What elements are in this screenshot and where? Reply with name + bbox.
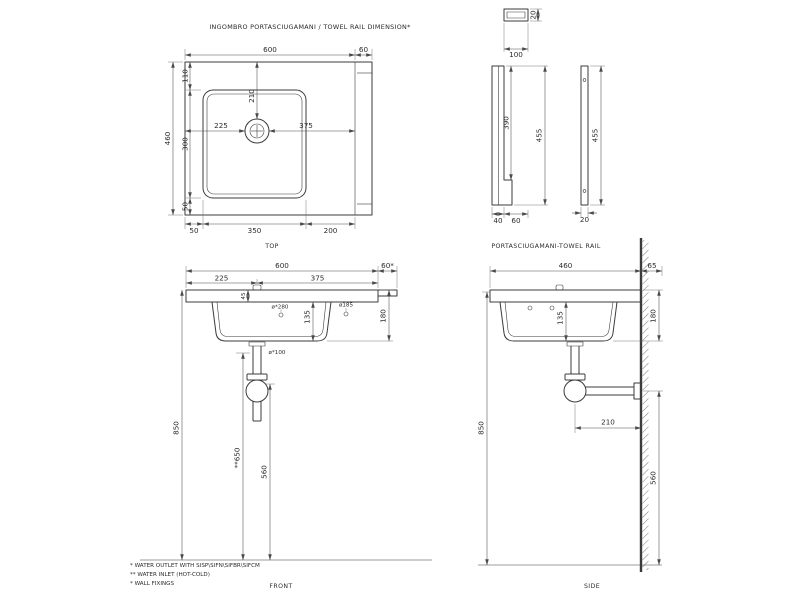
sink-front xyxy=(185,289,379,303)
footnotes: * WATER OUTLET WITH SISP\SIFN\SIFBR\SIFC… xyxy=(130,563,260,587)
rail-dim-60: 60 xyxy=(511,216,521,225)
trap-nut-front xyxy=(246,373,268,381)
front-dim-180: 180 xyxy=(379,309,388,323)
footnote-water-outlet: * WATER OUTLET WITH SISP\SIFN\SIFBR\SIFC… xyxy=(130,563,260,569)
top-dim-200: 200 xyxy=(324,226,338,235)
trap-nut-side xyxy=(564,373,586,381)
top-view: 600 60 460 110 300 50 210 225 375 50 350… xyxy=(163,45,373,250)
siphon-front xyxy=(245,379,269,403)
tap-side xyxy=(555,284,564,291)
sink-outline-top xyxy=(184,61,373,216)
top-dim-375: 375 xyxy=(299,121,313,130)
front-dim-375: 375 xyxy=(311,274,325,283)
side-dim-210: 210 xyxy=(601,418,615,427)
rail-top-plate xyxy=(503,8,529,22)
tap-hole-front xyxy=(252,284,262,291)
basin-outline-top xyxy=(202,89,307,199)
front-dim-185: ø185 xyxy=(339,303,354,309)
rail-dim-40: 40 xyxy=(493,216,503,225)
front-view-label: FRONT xyxy=(269,583,292,590)
top-dim-460: 460 xyxy=(163,131,172,145)
wall-hatching xyxy=(642,240,649,570)
side-view-label: SIDE xyxy=(584,583,600,590)
rail-dim-455-b: 455 xyxy=(591,129,600,143)
rail-dim-20-top: 20 xyxy=(529,10,538,20)
front-view: 600 60* 225 375 45 ø*280 ø185 135 180 ø*… xyxy=(140,261,432,590)
drawing-title: INGOMBRO PORTASCIUGAMANI / TOWEL RAIL DI… xyxy=(209,23,410,31)
basin-front xyxy=(211,301,332,342)
rail-view-label: PORTASCIUGAMANI-TOWEL RAIL xyxy=(491,243,600,250)
wall-outlet-flange xyxy=(633,382,642,400)
top-dim-210: 210 xyxy=(247,89,256,103)
rail-dim-455-a: 455 xyxy=(535,129,544,143)
front-dim-width: 600 xyxy=(275,261,289,270)
front-dim-225: 225 xyxy=(215,274,229,283)
rail-bracket-profile xyxy=(491,65,513,206)
top-dim-50-bottom: 50 xyxy=(189,226,199,235)
front-dim-280: ø*280 xyxy=(272,305,289,311)
side-view: 460 65 135 180 850 210 560 SIDE xyxy=(477,238,663,590)
top-dim-300: 300 xyxy=(181,137,190,151)
side-dim-135: 135 xyxy=(556,311,565,325)
rail-dim-20-b: 20 xyxy=(580,215,590,224)
sink-side xyxy=(489,289,642,303)
front-dim-rail: 60* xyxy=(381,261,394,270)
top-dim-225: 225 xyxy=(214,121,228,130)
wall-fixing-mark xyxy=(527,305,533,311)
side-dim-850: 850 xyxy=(477,421,486,435)
top-dim-rail: 60 xyxy=(359,45,369,54)
top-dim-110: 110 xyxy=(181,69,190,83)
basin-side xyxy=(499,301,618,342)
front-dim-45: 45 xyxy=(241,292,247,300)
side-dim-460: 460 xyxy=(559,261,573,270)
footnote-water-inlet: ** WATER INLET (HOT-COLD) xyxy=(130,572,210,578)
rail-dim-390: 390 xyxy=(502,116,511,130)
rail-dim-100: 100 xyxy=(509,50,523,59)
towel-rail-front xyxy=(377,289,398,297)
front-dim-850: 850 xyxy=(172,421,181,435)
front-dim-135: 135 xyxy=(303,310,312,324)
siphon-side xyxy=(563,379,587,403)
side-dim-65: 65 xyxy=(647,261,656,270)
front-dim-560: 560 xyxy=(260,465,269,479)
wall-fixing-mark xyxy=(549,305,555,311)
front-dim-drain: ø*100 xyxy=(269,350,286,356)
top-dim-50-left: 50 xyxy=(181,202,190,212)
water-inlet-mark xyxy=(278,312,284,318)
towel-rail-view: 20 100 390 455 40 60 20 455 PORTASCIUGAM… xyxy=(491,8,605,250)
side-dim-180: 180 xyxy=(649,309,658,323)
top-view-label: TOP xyxy=(264,243,279,250)
top-dim-width: 600 xyxy=(263,45,277,54)
rail-bar-profile xyxy=(580,65,589,206)
side-dim-560: 560 xyxy=(649,471,658,485)
water-inlet-mark xyxy=(343,311,349,317)
footnote-wall-fixings: * WALL FIXINGS xyxy=(130,581,175,587)
top-dim-350: 350 xyxy=(248,226,262,235)
front-dim-650: **650 xyxy=(233,447,242,468)
